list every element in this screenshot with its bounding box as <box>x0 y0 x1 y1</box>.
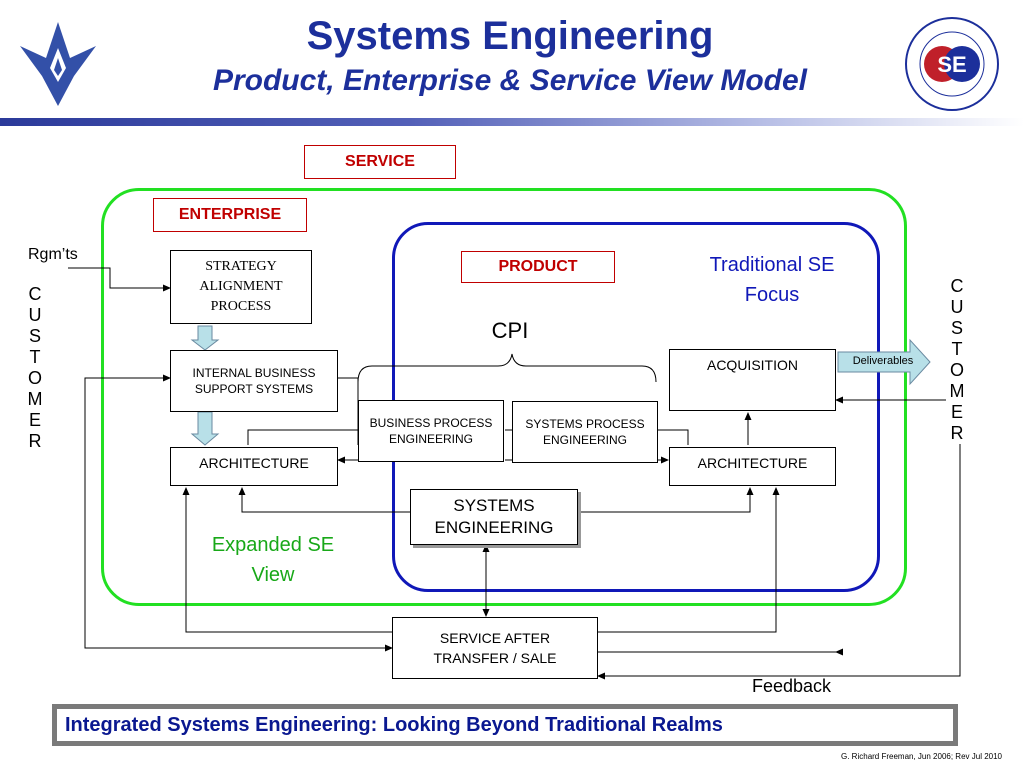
svg-text:SE: SE <box>937 52 966 77</box>
service-label: SERVICE <box>304 145 456 179</box>
architecture-left-box: ARCHITECTURE <box>170 447 338 486</box>
rgmts-label: Rgm’ts <box>28 246 78 263</box>
page-subtitle: Product, Enterprise & Service View Model <box>212 64 808 97</box>
banner-text: Integrated Systems Engineering: Looking … <box>57 709 953 741</box>
architecture-right-box: ARCHITECTURE <box>669 447 836 486</box>
business-process-box: BUSINESS PROCESS ENGINEERING <box>358 400 504 462</box>
customer-right-label: C U S T O M E R <box>946 276 968 444</box>
credit-text: G. Richard Freeman, Jun 2006; Rev Jul 20… <box>841 752 1002 761</box>
service-after-box: SERVICE AFTER TRANSFER / SALE <box>392 617 598 679</box>
air-force-logo-icon <box>18 18 98 108</box>
cpi-label: CPI <box>491 318 529 343</box>
deliverables-label: Deliverables <box>852 355 914 367</box>
systems-process-box: SYSTEMS PROCESS ENGINEERING <box>512 401 658 463</box>
customer-left-label: C U S T O M E R <box>27 284 43 451</box>
strategy-alignment-box: STRATEGY ALIGNMENT PROCESS <box>170 250 312 324</box>
traditional-se-label: Traditional SE Focus <box>709 254 835 306</box>
page-title: Systems Engineering <box>306 14 714 58</box>
enterprise-boundary <box>101 188 907 606</box>
header-divider <box>0 118 1024 126</box>
enterprise-label: ENTERPRISE <box>153 198 307 232</box>
acquisition-box: ACQUISITION <box>669 349 836 411</box>
product-label: PRODUCT <box>461 251 615 283</box>
internal-business-box: INTERNAL BUSINESS SUPPORT SYSTEMS <box>170 350 338 412</box>
systems-engineering-box: SYSTEMS ENGINEERING <box>410 489 578 545</box>
footer-banner: Integrated Systems Engineering: Looking … <box>52 704 958 746</box>
afit-se-logo-icon: SE <box>896 14 1008 114</box>
feedback-label: Feedback <box>752 676 832 696</box>
expanded-se-label: Expanded SE View <box>211 534 335 586</box>
